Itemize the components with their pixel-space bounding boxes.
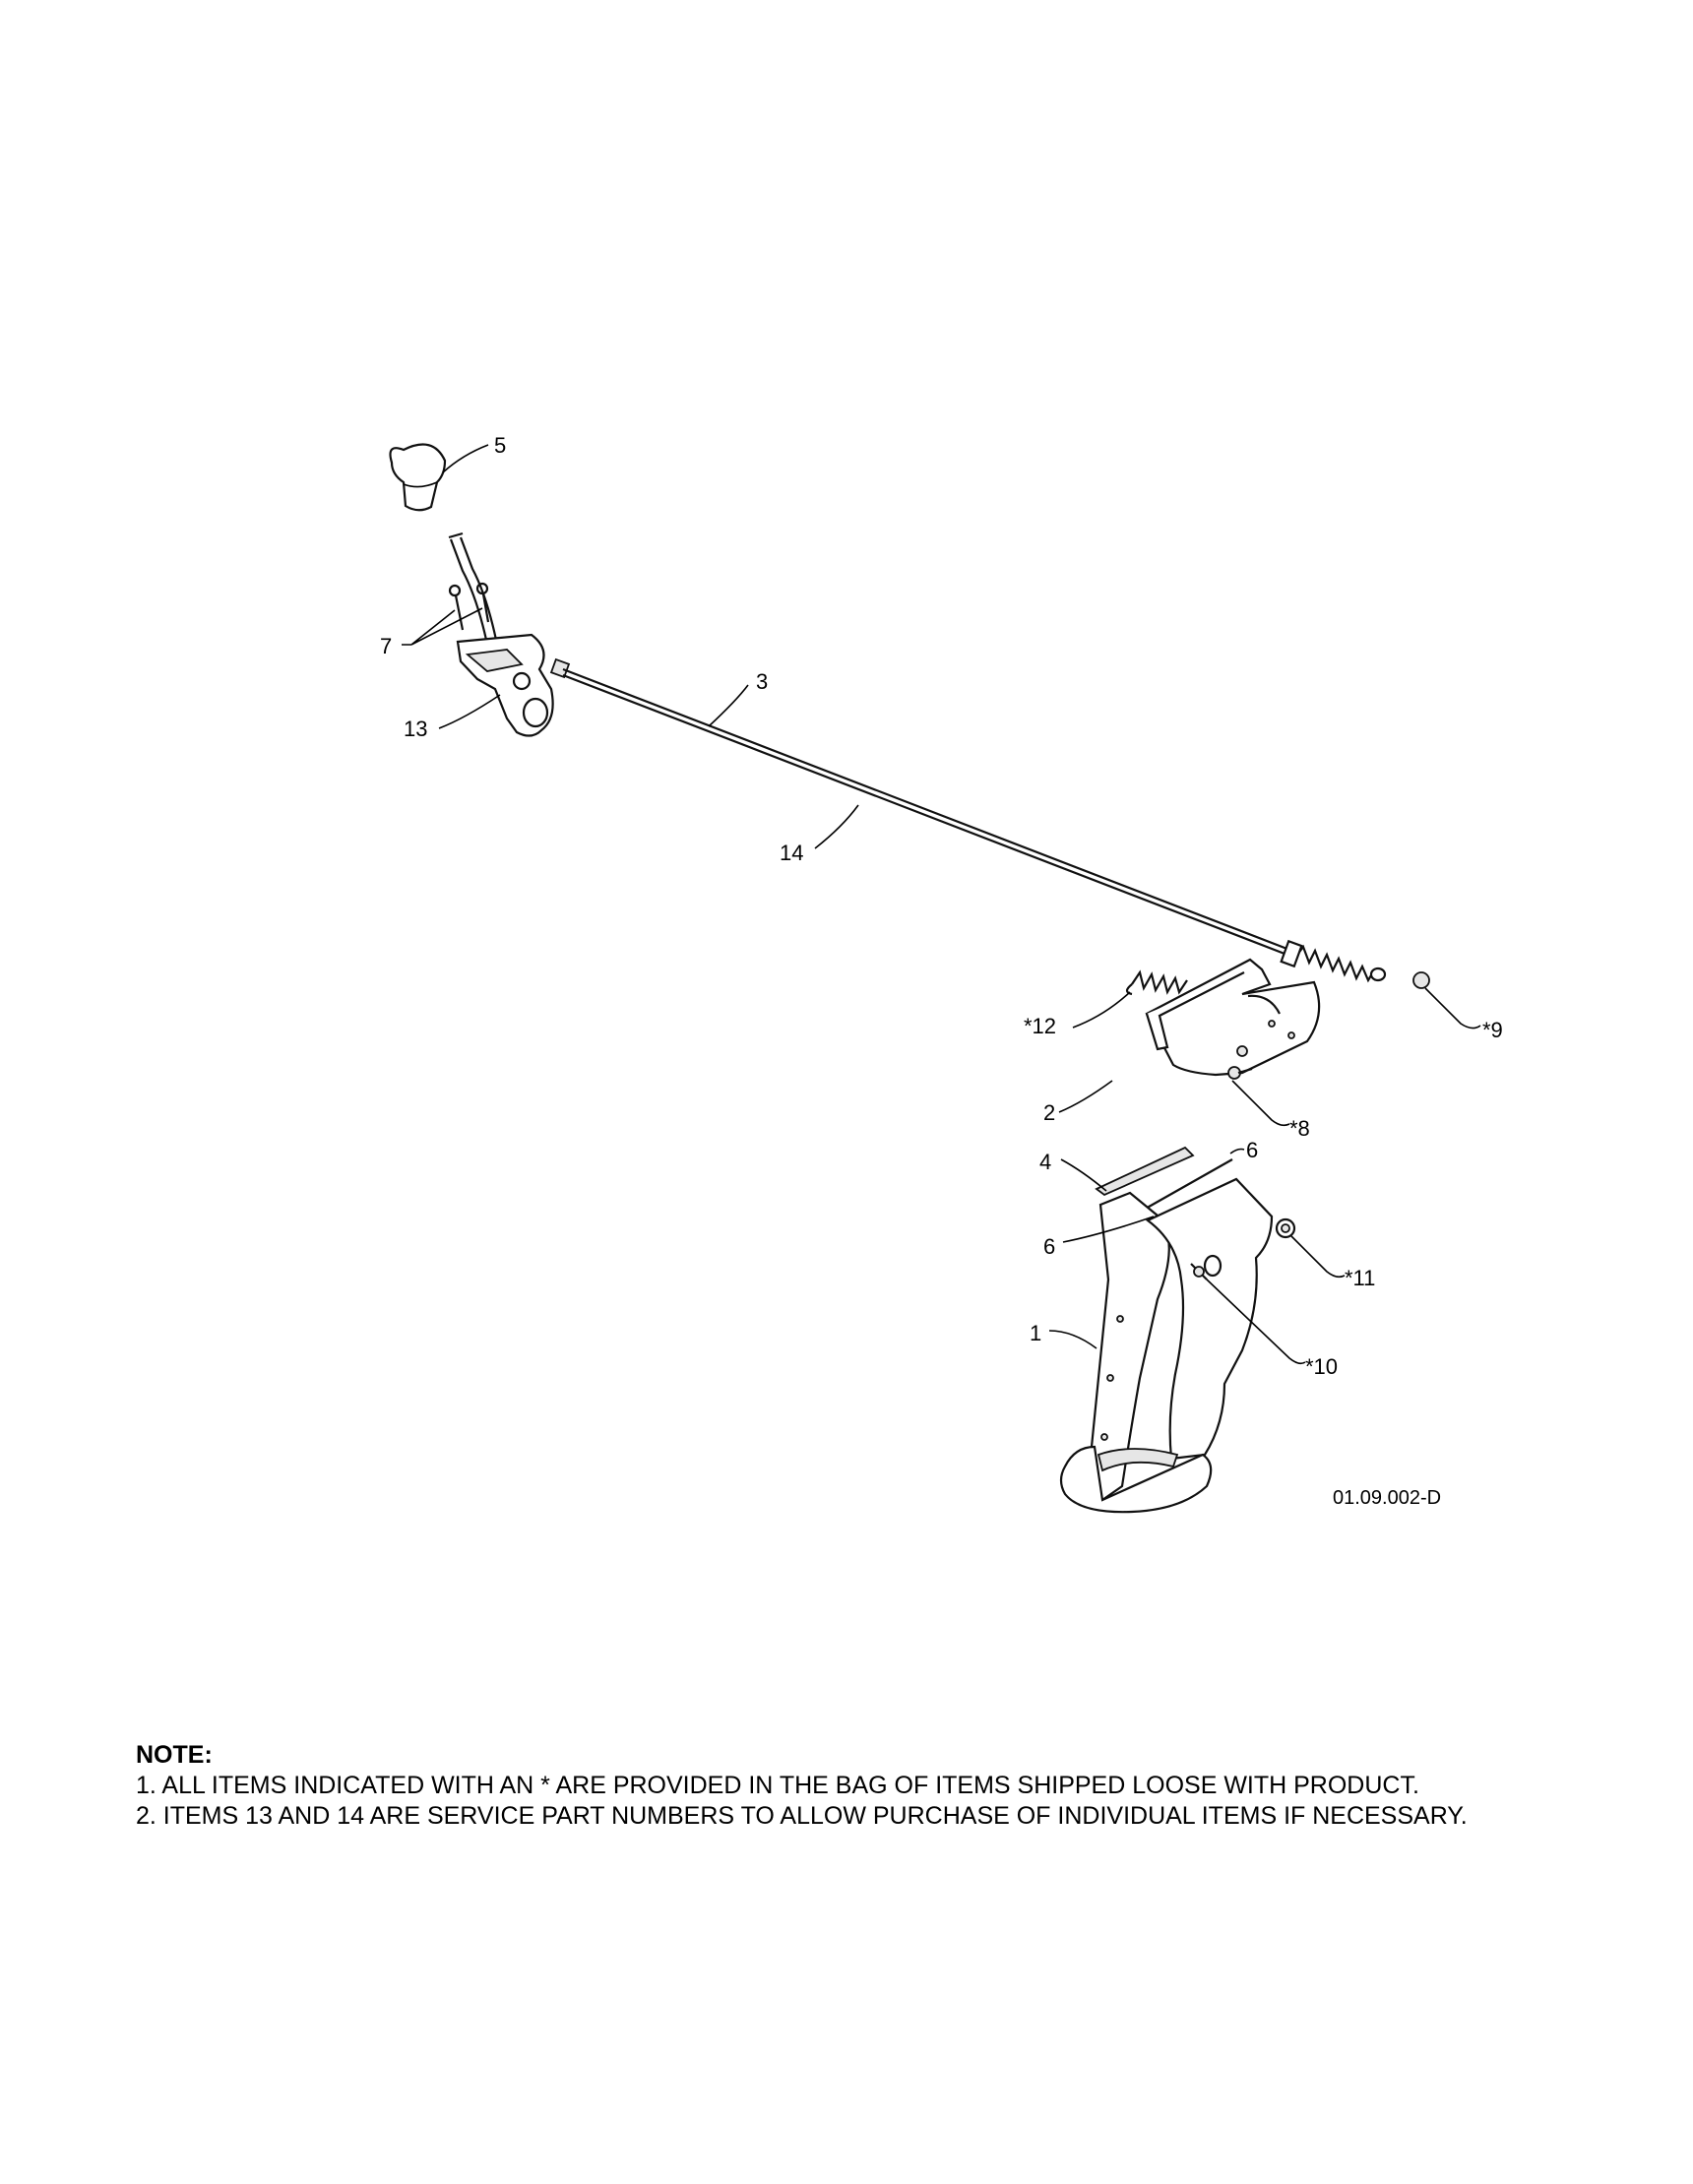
- leader-3: [708, 684, 749, 727]
- leader-14: [814, 804, 859, 849]
- bolt-8-part[interactable]: [1227, 1066, 1253, 1080]
- callout-3: 3: [756, 669, 768, 694]
- note-item-1: 1. ALL ITEMS INDICATED WITH AN * ARE PRO…: [136, 1772, 1419, 1799]
- chute-deflector-part[interactable]: [1145, 958, 1321, 1077]
- callout-7: 7: [380, 634, 392, 658]
- callout-10: *10: [1305, 1354, 1338, 1379]
- callout-6-left: 6: [1043, 1234, 1055, 1259]
- spring-part[interactable]: [1125, 969, 1188, 996]
- callout-9: *9: [1482, 1018, 1503, 1042]
- leader-10: [1206, 1279, 1306, 1365]
- callout-2: 2: [1043, 1100, 1055, 1125]
- callout-13: 13: [404, 717, 427, 741]
- flange-part[interactable]: [1095, 1146, 1195, 1197]
- leader-2: [1058, 1080, 1113, 1113]
- leader-5: [442, 444, 489, 473]
- callout-1: 1: [1030, 1321, 1041, 1345]
- note-item-2: 2. ITEMS 13 AND 14 ARE SERVICE PART NUMB…: [136, 1802, 1468, 1830]
- notes-heading: NOTE:: [136, 1741, 213, 1769]
- callout-11: *11: [1345, 1266, 1375, 1290]
- leader-1: [1048, 1330, 1097, 1349]
- callout-4: 4: [1039, 1150, 1051, 1174]
- callout-6-top: 6: [1246, 1138, 1258, 1162]
- leader-8: [1231, 1080, 1290, 1127]
- leader-9: [1424, 987, 1481, 1030]
- callout-14: 14: [780, 841, 803, 865]
- notes-section: NOTE: 1. ALL ITEMS INDICATED WITH AN * A…: [136, 1740, 1593, 1832]
- callout-5: 5: [494, 433, 506, 458]
- control-cable-part[interactable]: [562, 667, 1387, 983]
- leader-7: [402, 607, 483, 646]
- shift-knob-part[interactable]: [389, 443, 447, 512]
- shift-lever-rod[interactable]: [448, 531, 498, 641]
- leader-6-top: [1229, 1148, 1245, 1154]
- leader-4: [1060, 1158, 1107, 1192]
- leader-6-left: [1062, 1216, 1155, 1243]
- leader-11: [1290, 1235, 1346, 1279]
- leader-12: [1072, 991, 1131, 1029]
- callout-8: *8: [1289, 1116, 1310, 1141]
- shift-bracket-assembly-part[interactable]: [456, 633, 571, 737]
- leader-13: [438, 694, 501, 729]
- bolt-10-part[interactable]: [1190, 1263, 1208, 1280]
- nut-11-part[interactable]: [1275, 1217, 1296, 1239]
- discharge-chute-part[interactable]: [1059, 1177, 1274, 1514]
- nut-9-part[interactable]: [1412, 971, 1430, 989]
- figure-code: 01.09.002-D: [1333, 1487, 1441, 1509]
- callout-12: *12: [1024, 1014, 1056, 1038]
